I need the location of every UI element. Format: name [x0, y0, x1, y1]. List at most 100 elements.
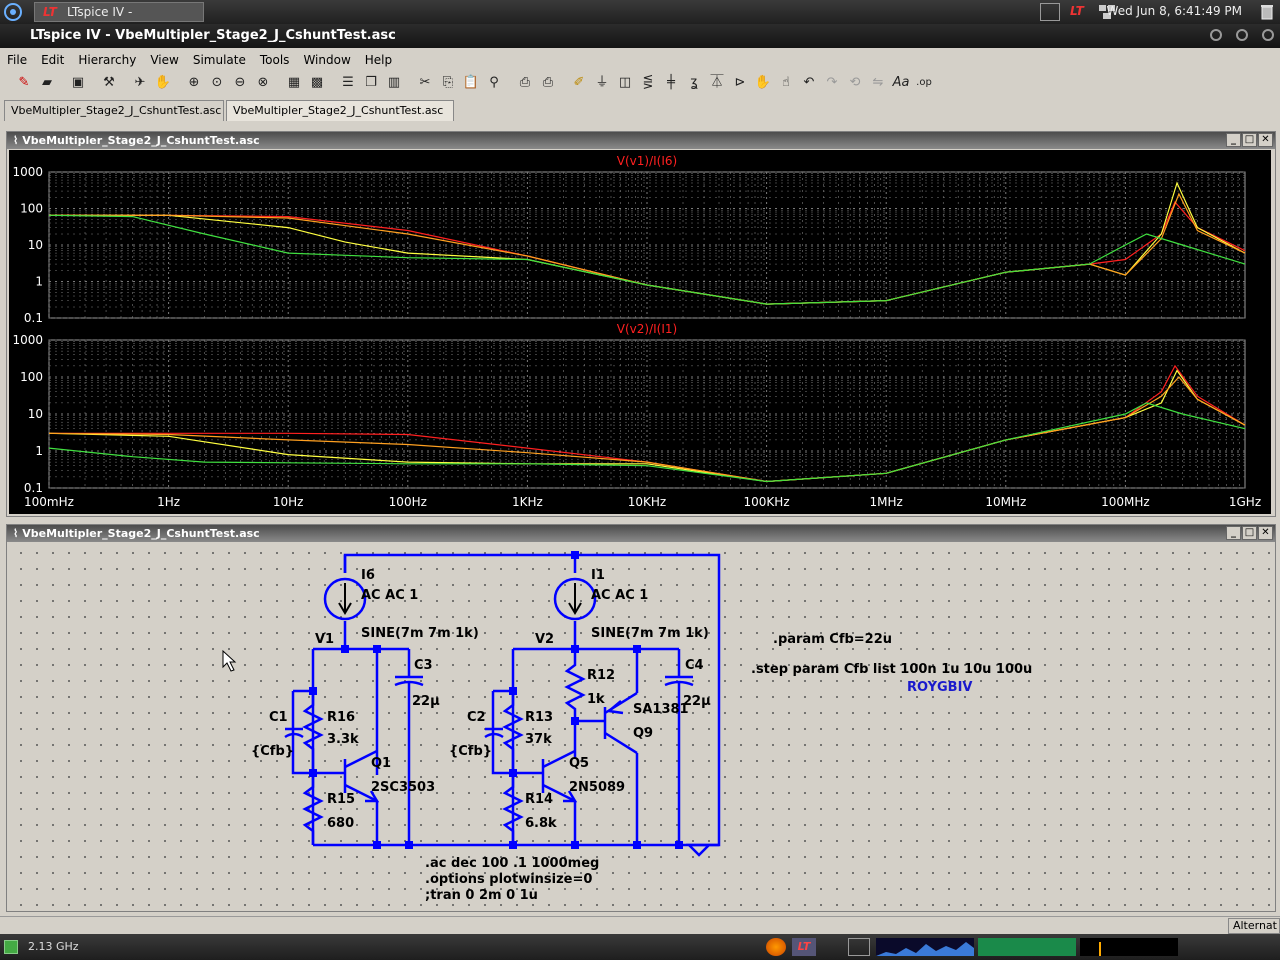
tab-document-2[interactable]: VbeMultipler_Stage2_J_CshuntTest.asc: [226, 100, 454, 121]
rotate-icon[interactable]: ⟲: [849, 75, 861, 90]
c3-name[interactable]: C3: [414, 658, 433, 673]
print-icon[interactable]: ⎙: [542, 75, 554, 90]
taskbar-item-ltspice[interactable]: LT LTspice IV - VbeMultipl...: [34, 2, 204, 37]
q9-name[interactable]: Q9: [633, 726, 653, 741]
c1-name[interactable]: C1: [269, 710, 288, 725]
print-setup-icon[interactable]: ⎙: [519, 75, 531, 90]
c4-name[interactable]: C4: [685, 658, 704, 673]
maximize-button[interactable]: [1236, 29, 1248, 41]
maximize-button[interactable]: □: [1242, 526, 1257, 540]
copy-icon[interactable]: ⎘: [442, 75, 454, 90]
diode-icon[interactable]: ⏄: [710, 75, 724, 90]
minimize-button[interactable]: _: [1226, 133, 1241, 147]
drag-icon[interactable]: ☝: [782, 75, 790, 90]
cut-icon[interactable]: ✂: [419, 75, 431, 90]
q1-name[interactable]: Q1: [371, 756, 391, 771]
r15-value[interactable]: 680: [327, 816, 354, 831]
paste-icon[interactable]: 📋: [462, 75, 480, 90]
ac-directive[interactable]: .ac dec 100 .1 1000meg: [425, 856, 599, 871]
trace-line-4[interactable]: [48, 402, 1246, 483]
clock[interactable]: Wed Jun 8, 6:41:49 PM: [1106, 4, 1242, 18]
spice-directive-icon[interactable]: .op: [916, 77, 932, 88]
r16-value[interactable]: 3.3k: [327, 732, 359, 747]
tran-comment[interactable]: ;tran 0 2m 0 1u: [425, 888, 538, 903]
r13-name[interactable]: R13: [525, 710, 553, 725]
pan-icon[interactable]: ⊙: [211, 75, 223, 90]
ltspice-tray-icon[interactable]: LT: [1070, 4, 1084, 18]
component-icon[interactable]: ⊳: [734, 75, 746, 90]
tile-vertical-icon[interactable]: ▥: [387, 75, 401, 90]
resistor-icon[interactable]: ⋚: [642, 75, 654, 90]
maximize-button[interactable]: □: [1242, 133, 1257, 147]
r14-value[interactable]: 6.8k: [525, 816, 557, 831]
sine2-label[interactable]: SINE(7m 7m 1k): [591, 626, 709, 641]
q9-model[interactable]: SA1381: [633, 702, 689, 717]
r12-value[interactable]: 1k: [587, 692, 605, 707]
i6-value[interactable]: AC AC 1: [361, 588, 418, 603]
trace-line-4[interactable]: [48, 214, 1246, 305]
v1-net-label[interactable]: V1: [315, 632, 334, 647]
open-icon[interactable]: ▰: [42, 75, 52, 90]
schematic-svg[interactable]: I6 AC AC 1 I1 AC AC 1 V1 V2 SINE(7m 7m 1…: [9, 543, 1271, 909]
network-icon[interactable]: [1098, 3, 1116, 21]
menu-help[interactable]: Help: [364, 53, 393, 67]
workspace-switcher[interactable]: [848, 938, 870, 956]
halt-icon[interactable]: ✋: [154, 75, 172, 90]
sine1-label[interactable]: SINE(7m 7m 1k): [361, 626, 479, 641]
c2-value[interactable]: {Cfb}: [449, 744, 492, 759]
c3-value[interactable]: 22µ: [412, 694, 440, 709]
menu-hierarchy[interactable]: Hierarchy: [78, 53, 137, 67]
r13-value[interactable]: 37k: [525, 732, 552, 747]
i1-name[interactable]: I1: [591, 568, 605, 583]
r16-name[interactable]: R16: [327, 710, 355, 725]
plot-svg[interactable]: V(v1)/I(I6) V(v2)/I(I1) 10001001010.1100…: [9, 150, 1271, 514]
trash-icon[interactable]: [1258, 3, 1276, 21]
tile-horizontal-icon[interactable]: ☰: [342, 75, 354, 90]
v2-net-label[interactable]: V2: [535, 632, 554, 647]
close-button[interactable]: [1262, 29, 1274, 41]
redo-icon[interactable]: ↷: [826, 75, 838, 90]
minimize-button[interactable]: _: [1226, 526, 1241, 540]
roygbiv-comment[interactable]: ROYGBIV: [907, 680, 973, 695]
move-icon[interactable]: ✋: [754, 75, 772, 90]
c4-value[interactable]: 22µ: [683, 694, 711, 709]
firefox-icon[interactable]: [766, 938, 786, 956]
ground-icon[interactable]: ⏚: [595, 75, 609, 90]
menu-tools[interactable]: Tools: [259, 53, 290, 67]
mirror-icon[interactable]: ⇋: [872, 75, 884, 90]
autorange-icon[interactable]: ▦: [287, 75, 301, 90]
inductor-icon[interactable]: ʓ: [690, 75, 698, 90]
text-icon[interactable]: Aa: [892, 75, 910, 90]
control-panel-icon[interactable]: ⚒: [103, 75, 115, 90]
zoom-fit-icon[interactable]: ⊗: [257, 75, 269, 90]
i6-name[interactable]: I6: [361, 568, 375, 583]
c1-value[interactable]: {Cfb}: [251, 744, 294, 759]
menu-simulate[interactable]: Simulate: [192, 53, 246, 67]
menu-file[interactable]: File: [7, 53, 28, 67]
c2-name[interactable]: C2: [467, 710, 486, 725]
menu-view[interactable]: View: [150, 53, 179, 67]
pane1-trace-title[interactable]: V(v1)/I(I6): [617, 154, 677, 168]
display-icon[interactable]: [1040, 3, 1060, 21]
r12-name[interactable]: R12: [587, 668, 615, 683]
draw-wire-icon[interactable]: ✐: [573, 75, 585, 90]
ltspice-launcher-icon[interactable]: LT: [792, 938, 816, 956]
new-schematic-icon[interactable]: ✎: [18, 75, 30, 90]
menu-edit[interactable]: Edit: [41, 53, 65, 67]
param-directive[interactable]: .param Cfb=22u: [773, 632, 892, 647]
q5-name[interactable]: Q5: [569, 756, 589, 771]
q1-model[interactable]: 2SC3503: [371, 780, 435, 795]
schematic-canvas[interactable]: I6 AC AC 1 I1 AC AC 1 V1 V2 SINE(7m 7m 1…: [9, 543, 1271, 909]
minimize-button[interactable]: [1210, 29, 1222, 41]
zoom-in-icon[interactable]: ⊕: [188, 75, 200, 90]
find-icon[interactable]: ⚲: [489, 75, 499, 90]
close-button[interactable]: ✕: [1258, 526, 1273, 540]
app-menu-icon[interactable]: [2, 2, 24, 22]
options-directive[interactable]: .options plotwinsize=0: [425, 872, 592, 887]
close-button[interactable]: ✕: [1258, 133, 1273, 147]
save-icon[interactable]: ▣: [71, 75, 85, 90]
cascade-icon[interactable]: ❐: [365, 75, 377, 90]
step-directive[interactable]: .step param Cfb list 100n 1u 10u 100u: [751, 662, 1032, 677]
r15-name[interactable]: R15: [327, 792, 355, 807]
